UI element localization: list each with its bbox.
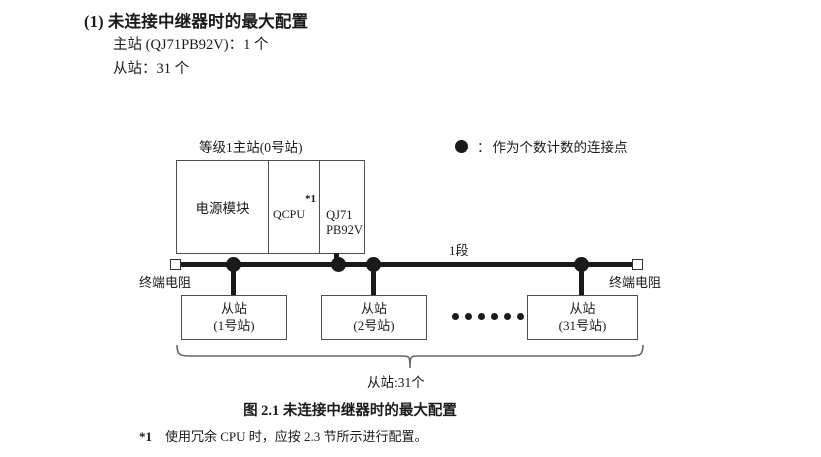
slave-station-box-31: 从站 (31号站) <box>527 295 638 340</box>
qcpu-module-label: QCPU <box>273 207 306 221</box>
qcpu-module: QCPU *1 <box>269 161 320 253</box>
drop-leg-slave1 <box>231 264 236 296</box>
section-heading: (1)未连接中继器时的最大配置 <box>84 8 308 32</box>
qj71pb92v-module: QJ71 PB92V <box>320 161 364 253</box>
master-station-caption: 等级1主站(0号站) <box>199 140 303 155</box>
ellipsis-dot-icon <box>517 313 524 320</box>
legend-label: 作为个数计数的连接点 <box>492 140 628 155</box>
drop-leg-slave31 <box>579 264 584 296</box>
terminating-resistor-label-right: 终端电阻 <box>609 275 662 290</box>
slave-station-box-2: 从站 (2号站) <box>321 295 427 340</box>
section-title: 未连接中继器时的最大配置 <box>107 12 309 31</box>
ellipsis-dot-icon <box>452 313 459 320</box>
terminating-resistor-icon-right <box>632 259 643 270</box>
slave-station-title-1: 从站 <box>220 300 247 316</box>
power-supply-module: 电源模块 <box>177 161 269 253</box>
drop-leg-slave2 <box>371 264 376 296</box>
segment-label: 1段 <box>449 243 469 258</box>
slave-count-label: 从站:31个 <box>367 375 425 390</box>
section-number: (1) <box>84 12 104 31</box>
footnote-reference-mark: *1 <box>305 193 316 205</box>
slave-station-number-1: (1号站) <box>213 317 255 333</box>
legend-colon: ： <box>477 140 491 155</box>
filled-circle-icon <box>455 139 468 153</box>
slave-station-number-2: (2号站) <box>353 317 395 333</box>
qj71pb92v-label-line1: QJ71 <box>326 207 353 222</box>
slave-station-number-31: (31号站) <box>558 317 607 333</box>
ellipsis-dots <box>452 313 524 320</box>
profibus-bus-line <box>178 262 638 267</box>
footnote-text: 使用冗余 CPU 时，应按 2.3 节所示进行配置。 <box>165 429 428 444</box>
connection-point-icon-master <box>331 257 346 272</box>
brace-icon <box>176 344 644 369</box>
footnote: *1 使用冗余 CPU 时，应按 2.3 节所示进行配置。 <box>139 426 428 445</box>
footnote-mark: *1 <box>139 429 152 444</box>
ellipsis-dot-icon <box>478 313 485 320</box>
slave-station-title-2: 从站 <box>360 300 387 316</box>
master-station-box: 电源模块 QCPU *1 QJ71 PB92V <box>176 160 365 254</box>
ellipsis-dot-icon <box>504 313 511 320</box>
figure-caption: 图 2.1 未连接中继器时的最大配置 <box>243 403 457 419</box>
terminating-resistor-icon-left <box>170 259 181 270</box>
slave-station-title-31: 从站 <box>569 300 596 316</box>
legend: ： 作为个数计数的连接点 <box>455 136 628 156</box>
spec-line-slave: 从站：31 个 <box>113 61 190 77</box>
slave-count-brace <box>170 344 650 370</box>
spec-line-master: 主站 (QJ71PB92V)：1 个 <box>113 37 269 53</box>
power-supply-module-label: 电源模块 <box>195 201 250 216</box>
slave-station-box-1: 从站 (1号站) <box>181 295 287 340</box>
qj71pb92v-module-label: QJ71 PB92V <box>326 208 363 238</box>
ellipsis-dot-icon <box>465 313 472 320</box>
ellipsis-dot-icon <box>491 313 498 320</box>
qj71pb92v-label-line2: PB92V <box>326 222 363 237</box>
terminating-resistor-label-left: 终端电阻 <box>139 275 192 290</box>
